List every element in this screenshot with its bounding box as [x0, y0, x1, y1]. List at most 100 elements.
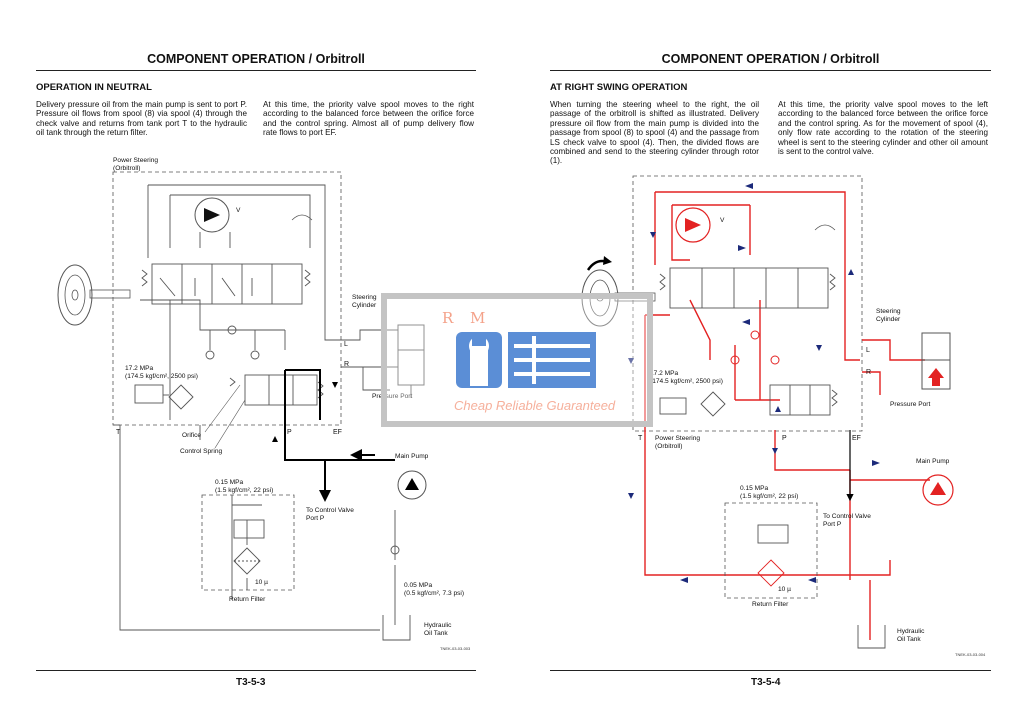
left-down-arrow [332, 382, 338, 388]
right-orbitroll-boundary [632, 175, 863, 432]
left-check-valves [205, 325, 260, 360]
left-relief-pressure-alt: (174.5 kgf/cm², 2500 psi) [125, 373, 198, 380]
right-main-pump-label: Main Pump [916, 458, 950, 465]
right-section-title: AT RIGHT SWING OPERATION [550, 82, 688, 93]
right-check-valves [730, 330, 780, 365]
grid-logo-icon [508, 332, 596, 388]
left-bypass-pressure: 0.15 MPa [215, 479, 244, 486]
left-port-ef: EF [333, 429, 342, 436]
right-figure-code: TNEK-03-03-004 [955, 652, 986, 657]
right-header: COMPONENT OPERATION / Orbitroll [661, 52, 880, 66]
left-tank-check-valve [390, 545, 400, 555]
right-pressure-port-label: Pressure Port [890, 401, 930, 408]
left-check-pressure: 0.05 MPa [404, 582, 433, 589]
right-tank-label: Hydraulic [897, 628, 925, 635]
left-main-pump-label: Main Pump [395, 453, 429, 460]
left-control-spring-label: Control Spring [180, 448, 222, 455]
left-port-l: L [344, 341, 348, 348]
right-relief-valve [659, 391, 726, 417]
right-header-rule [550, 70, 991, 71]
right-steering-cylinder [921, 332, 951, 390]
left-orifice-label: Orifice [182, 432, 201, 439]
right-gerotor-motor: V [675, 207, 836, 243]
left-relief-pressure: 17.2 MPa [125, 365, 154, 372]
left-priority-valve [229, 374, 324, 406]
left-motor-v: V [236, 207, 241, 214]
orbitroll-boundary [112, 171, 342, 426]
right-paragraph-1: When turning the steering wheel to the r… [550, 100, 759, 166]
left-to-control-valve: To Control Valve [306, 507, 354, 514]
right-power-steering-label: Power Steering [655, 435, 700, 442]
wrench-logo-icon [456, 332, 502, 388]
left-cylinder-label-2: Cylinder [352, 302, 377, 309]
left-section-title: OPERATION IN NEUTRAL [36, 82, 152, 93]
right-return-filter-label: Return Filter [752, 601, 789, 608]
watermark-letters: R M [442, 309, 491, 327]
right-page-number: T3-5-4 [751, 677, 781, 688]
left-bypass-pressure-alt: (1.5 kgf/cm², 22 psi) [215, 487, 273, 494]
right-port-ef: EF [852, 435, 861, 442]
left-return-filter-label: Return Filter [229, 596, 266, 603]
right-page: COMPONENT OPERATION / Orbitroll AT RIGHT… [511, 0, 1022, 722]
left-port-r: R [344, 361, 349, 368]
left-tank-label-2: Oil Tank [424, 630, 448, 637]
right-port-l: L [866, 347, 870, 354]
right-port-r: R [866, 369, 871, 376]
right-cylinder-label-2: Cylinder [876, 316, 901, 323]
power-steering-sub: (Orbitroll) [113, 165, 140, 172]
left-spool-valve [141, 263, 311, 305]
right-flow-arrows [628, 183, 880, 583]
right-red-flow [644, 191, 930, 580]
left-main-pump [397, 470, 427, 500]
left-pressure-port-label: Pressure Port [372, 393, 412, 400]
left-tank-label: Hydraulic [424, 622, 452, 629]
left-header-rule [36, 70, 476, 71]
left-to-control-valve-2: Port P [306, 515, 325, 522]
right-return-filter [757, 524, 789, 587]
right-cylinder-label: Steering [876, 308, 901, 315]
right-port-t: T [638, 435, 643, 442]
left-port-p: P [287, 429, 292, 436]
right-relief-pressure: 17.2 MPa [650, 370, 679, 377]
left-header: COMPONENT OPERATION / Orbitroll [147, 52, 365, 66]
power-steering-label: Power Steering [113, 157, 158, 164]
left-gerotor-motor: V [194, 197, 313, 233]
right-to-control-valve-2: Port P [823, 521, 842, 528]
left-filter-mesh: 10 µ [255, 579, 268, 586]
right-power-steering-sub: (Orbitroll) [655, 443, 682, 450]
left-figure-code: TNEK-03-03-003 [440, 646, 471, 651]
right-main-pump [922, 474, 954, 506]
right-spool-valve [659, 267, 836, 309]
right-motor-v: V [720, 217, 725, 224]
watermark-tagline: Cheap Reliable Guaranteed [454, 398, 616, 413]
right-paragraph-2: At this time, the priority valve spool m… [778, 100, 988, 157]
left-up-arrow [272, 436, 278, 442]
left-oil-tank [382, 615, 411, 641]
left-cylinder-label: Steering [352, 294, 377, 301]
left-paragraph-2: At this time, the priority valve spool m… [263, 100, 474, 138]
left-relief-valve [134, 384, 194, 410]
left-steering-cylinder [397, 324, 425, 398]
left-page-number: T3-5-3 [236, 677, 266, 688]
left-paragraph-1: Delivery pressure oil from the main pump… [36, 100, 247, 138]
left-steering-wheel[interactable] [57, 264, 131, 326]
left-footer-rule [36, 670, 476, 671]
watermark: R M Cheap Reliable Guaranteed [381, 293, 653, 427]
right-bypass-pressure-alt: (1.5 kgf/cm², 22 psi) [740, 493, 798, 500]
right-to-control-valve: To Control Valve [823, 513, 871, 520]
right-relief-pressure-alt: (174.5 kgf/cm², 2500 psi) [650, 378, 723, 385]
left-page: COMPONENT OPERATION / Orbitroll OPERATIO… [36, 52, 476, 688]
right-oil-tank [857, 625, 886, 649]
left-flow-path [284, 369, 395, 502]
left-port-t: T [116, 429, 121, 436]
left-return-filter [233, 519, 265, 575]
left-pipework [113, 184, 398, 631]
right-footer-rule [550, 670, 991, 671]
right-bypass-pressure: 0.15 MPa [740, 485, 769, 492]
right-filter-mesh: 10 µ [778, 586, 791, 593]
right-tank-label-2: Oil Tank [897, 636, 921, 643]
right-return-filter-box [724, 502, 818, 599]
left-check-pressure-alt: (0.5 kgf/cm², 7.3 psi) [404, 590, 464, 597]
right-priority-valve [769, 384, 838, 416]
